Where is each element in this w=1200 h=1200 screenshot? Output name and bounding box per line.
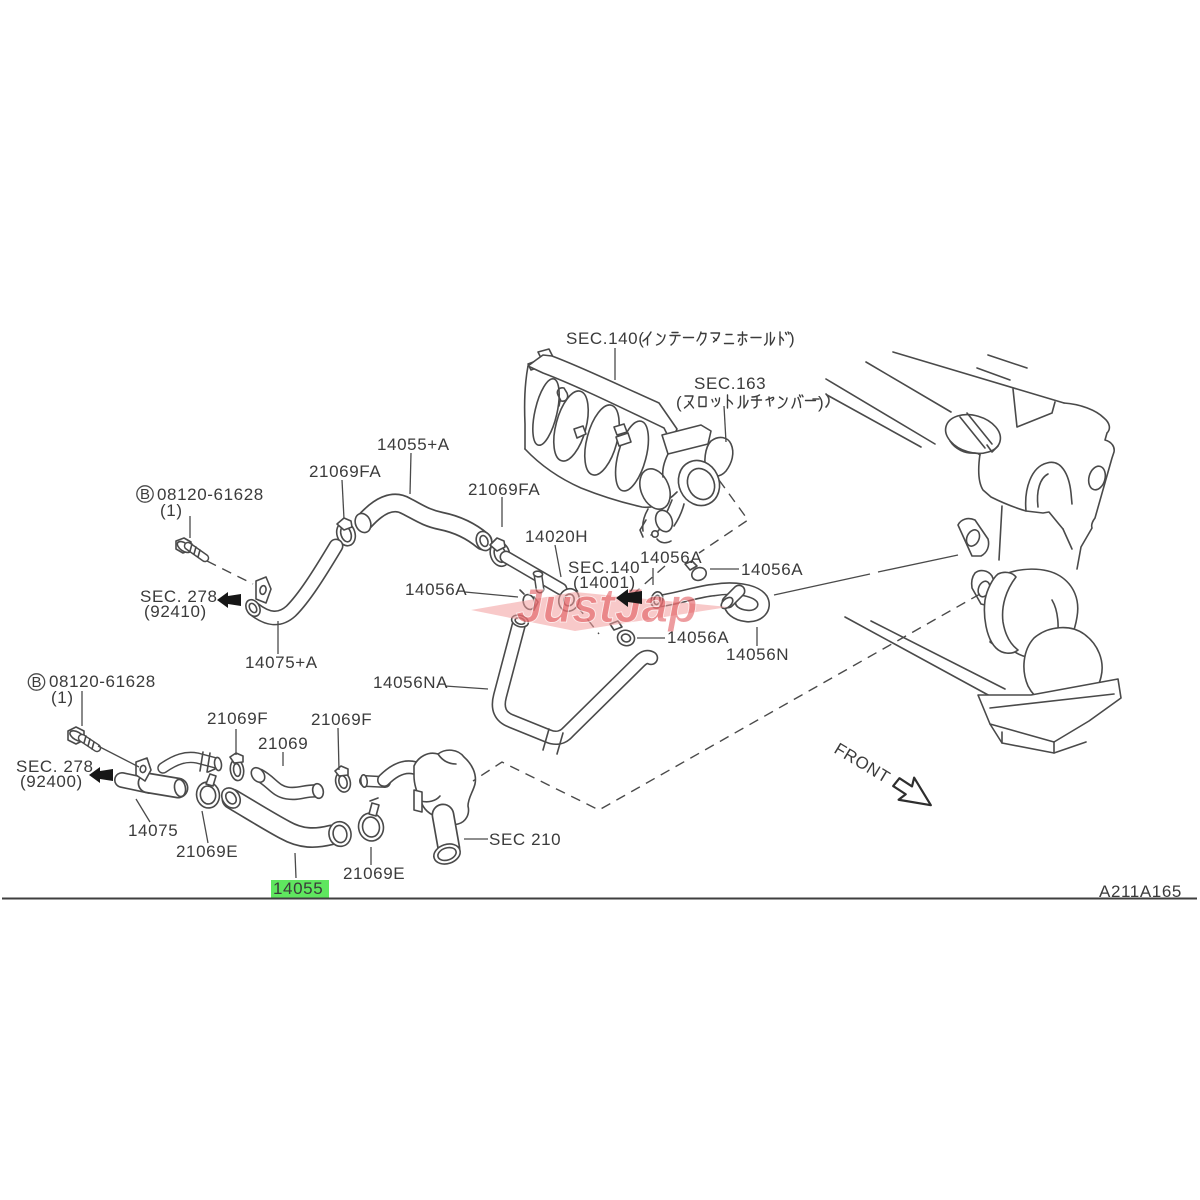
svg-text:SEC 210: SEC 210 [489, 830, 561, 849]
svg-text:14056A: 14056A [667, 628, 729, 647]
svg-text:21069F: 21069F [207, 709, 268, 728]
svg-text:21069F: 21069F [311, 710, 372, 729]
svg-text:(1): (1) [160, 501, 183, 520]
svg-text:14056A: 14056A [741, 560, 803, 579]
svg-text:14056A: 14056A [405, 580, 467, 599]
svg-text:): ) [789, 329, 795, 348]
svg-text:14055+A: 14055+A [377, 435, 450, 454]
svg-text:14056NA: 14056NA [373, 673, 448, 692]
svg-text:21069FA: 21069FA [468, 480, 540, 499]
svg-text:14075: 14075 [128, 821, 178, 840]
svg-text:14056N: 14056N [726, 645, 789, 664]
svg-text:14056A: 14056A [640, 548, 702, 567]
svg-text:SEC.140: SEC.140 [568, 558, 640, 577]
svg-text:08120-61628: 08120-61628 [49, 672, 156, 691]
svg-text:21069FA: 21069FA [309, 462, 381, 481]
svg-text:(92410): (92410) [144, 602, 207, 621]
svg-text:(92400): (92400) [20, 772, 83, 791]
svg-text:21069: 21069 [258, 734, 308, 753]
svg-text:14020H: 14020H [525, 527, 588, 546]
svg-text:): ) [818, 393, 824, 412]
svg-text:SEC.140(: SEC.140( [566, 329, 645, 348]
svg-text:08120-61628: 08120-61628 [157, 485, 264, 504]
svg-text:21069E: 21069E [176, 842, 238, 861]
svg-text:21069E: 21069E [343, 864, 405, 883]
svg-text:SEC.163: SEC.163 [694, 374, 766, 393]
svg-text:SEC. 278: SEC. 278 [140, 587, 218, 606]
svg-text:B: B [32, 674, 42, 691]
svg-text:A211A165: A211A165 [1099, 882, 1182, 901]
svg-text:(: ( [676, 393, 682, 412]
svg-text:(1): (1) [51, 688, 74, 707]
svg-text:14055: 14055 [273, 879, 323, 898]
svg-text:B: B [140, 486, 150, 503]
svg-text:(14001): (14001) [573, 573, 636, 592]
svg-text:14075+A: 14075+A [245, 653, 318, 672]
svg-text:JustJap: JustJap [516, 580, 697, 633]
svg-text:SEC. 278: SEC. 278 [16, 757, 94, 776]
